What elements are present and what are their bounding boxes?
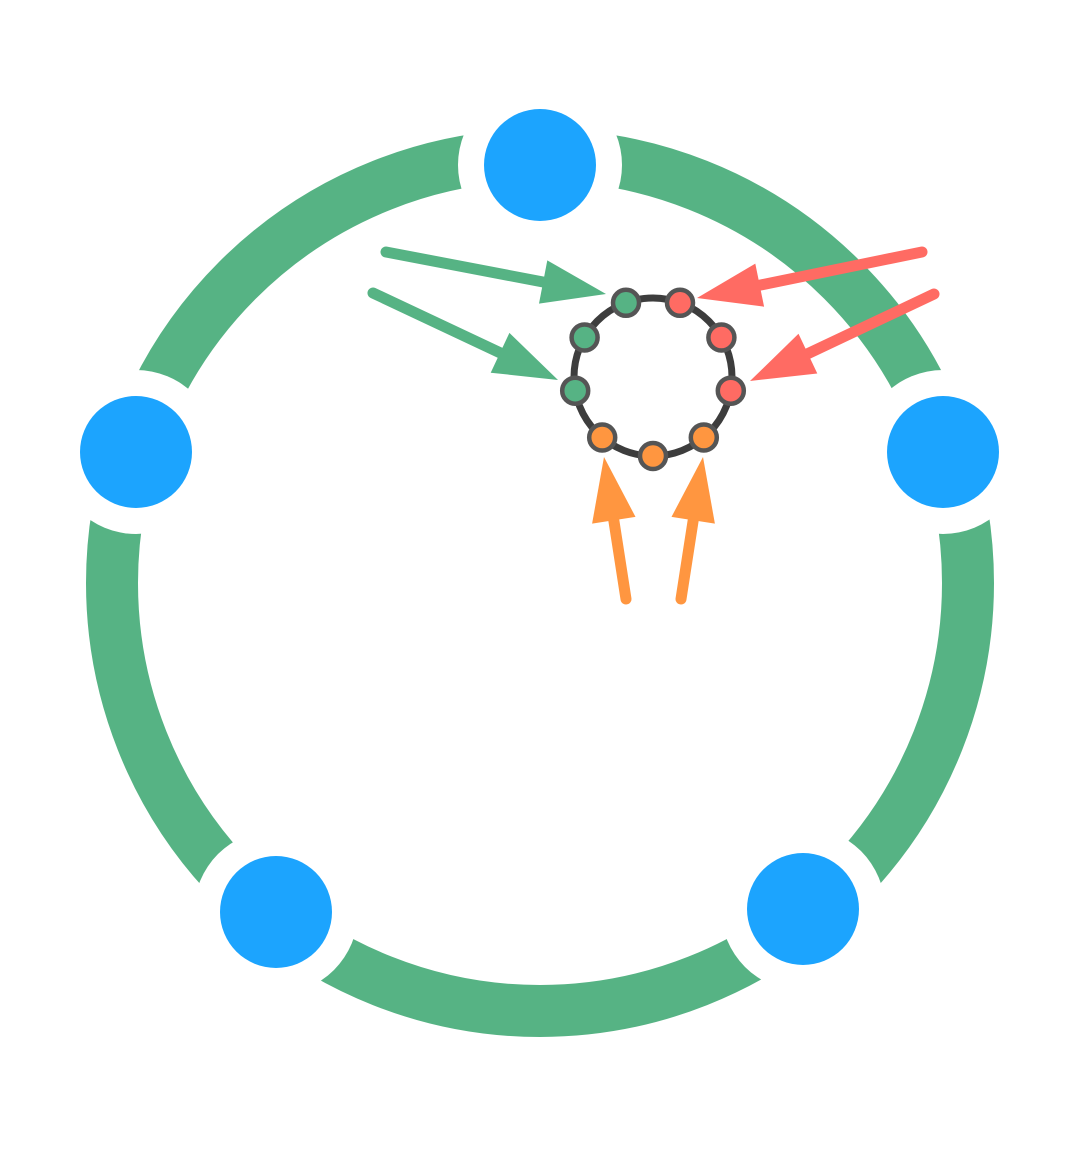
- node-bottom-left-circle: [220, 856, 332, 968]
- arrow-green-1: [380, 246, 606, 304]
- node-bottom-right[interactable]: [721, 827, 885, 991]
- small-node-3: [706, 322, 737, 353]
- arrow-red-2: [750, 288, 940, 381]
- arrow-orange-2: [671, 457, 715, 605]
- small-node-6: [637, 440, 669, 472]
- arrow-green-1-shaft: [380, 246, 553, 289]
- arrow-green-2-shaft: [367, 287, 510, 360]
- small-node-8: [559, 375, 591, 406]
- node-right-circle: [887, 396, 999, 508]
- arrow-orange-1-shaft: [607, 510, 632, 605]
- arrow-green-1-head: [539, 260, 606, 304]
- arrow-red-2-head: [750, 333, 818, 381]
- node-bottom-left[interactable]: [194, 830, 358, 994]
- node-top[interactable]: [458, 83, 622, 247]
- node-left-circle: [80, 396, 192, 508]
- small-node-2: [664, 287, 696, 319]
- small-node-4: [715, 375, 747, 406]
- node-left[interactable]: [54, 370, 218, 534]
- main-nodes: [54, 83, 1025, 994]
- node-right[interactable]: [861, 370, 1025, 534]
- small-node-9: [569, 322, 600, 353]
- arrow-orange-1: [592, 457, 636, 605]
- arrow-green-2: [367, 287, 558, 380]
- arrow-orange-1-head: [592, 457, 636, 524]
- arrow-orange-2-head: [671, 457, 715, 524]
- arrow-red-1-shaft: [750, 246, 928, 292]
- arrow-red-1-head: [697, 263, 765, 307]
- node-top-circle: [484, 109, 596, 221]
- small-node-5: [688, 422, 720, 453]
- node-bottom-right-circle: [747, 853, 859, 965]
- arrows: [367, 246, 940, 605]
- arrow-green-2-head: [490, 332, 558, 380]
- arrow-red-2-shaft: [798, 288, 940, 361]
- small-ring: [559, 287, 747, 472]
- arrow-red-1: [697, 246, 928, 307]
- arrow-orange-2-shaft: [675, 510, 700, 605]
- small-node-7: [586, 422, 618, 453]
- small-node-1: [610, 287, 642, 319]
